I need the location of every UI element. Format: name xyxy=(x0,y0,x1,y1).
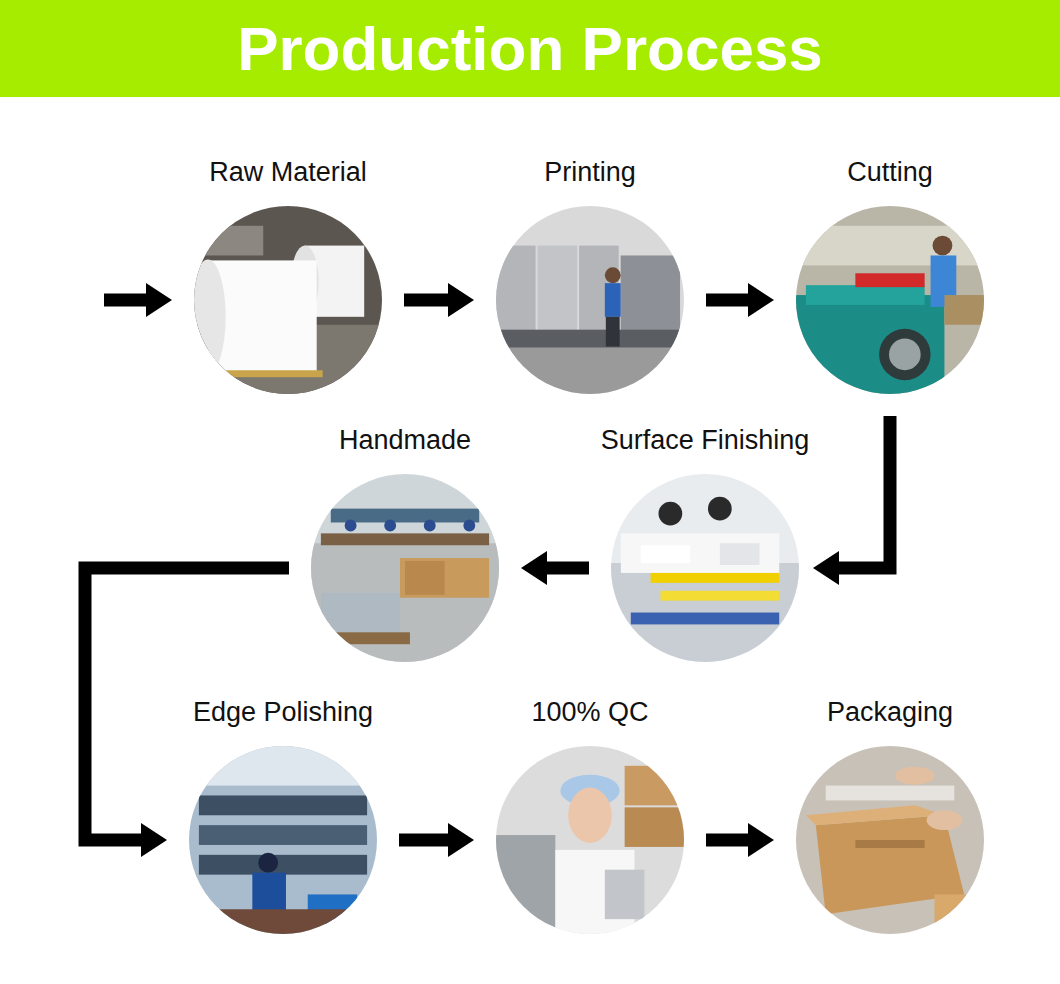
step-label: Edge Polishing xyxy=(193,696,373,728)
process-circle: Handmade xyxy=(311,474,499,662)
photo-illustration xyxy=(796,206,984,394)
photo-illustration xyxy=(796,746,984,934)
arrow-head xyxy=(448,283,474,317)
flow-arrow xyxy=(813,416,890,585)
photo-illustration xyxy=(496,206,684,394)
arrow-head xyxy=(448,823,474,857)
arrow-head xyxy=(813,551,839,585)
step-label: 100% QC xyxy=(531,696,648,728)
photo-illustration xyxy=(311,474,499,662)
process-photo xyxy=(496,746,684,934)
step-label: Surface Finishing xyxy=(601,424,810,456)
process-circle: Cutting xyxy=(796,206,984,394)
process-photo xyxy=(796,746,984,934)
arrow-line xyxy=(399,834,449,847)
arrow-head xyxy=(748,283,774,317)
arrow-line xyxy=(838,416,890,568)
arrow-head xyxy=(748,823,774,857)
process-photo xyxy=(194,206,382,394)
flow-arrow xyxy=(399,823,474,857)
process-circle: Surface Finishing xyxy=(611,474,799,662)
process-circle: Edge Polishing xyxy=(189,746,377,934)
process-circle: Raw Material xyxy=(194,206,382,394)
process-circle: Printing xyxy=(496,206,684,394)
flow-arrow xyxy=(706,283,774,317)
entry-arrow xyxy=(104,283,172,317)
step-label: Handmade xyxy=(339,424,471,456)
photo-illustration xyxy=(194,206,382,394)
process-photo xyxy=(611,474,799,662)
arrow-head xyxy=(141,823,167,857)
process-circle: 100% QC xyxy=(496,746,684,934)
arrow-line xyxy=(706,834,749,847)
step-label: Cutting xyxy=(847,156,933,188)
step-label: Packaging xyxy=(827,696,953,728)
photo-illustration xyxy=(611,474,799,662)
photo-illustration xyxy=(496,746,684,934)
process-photo xyxy=(311,474,499,662)
step-label: Raw Material xyxy=(209,156,367,188)
process-photo xyxy=(189,746,377,934)
process-photo xyxy=(496,206,684,394)
arrow-line xyxy=(546,562,589,575)
flow-arrow xyxy=(404,283,474,317)
process-photo xyxy=(796,206,984,394)
photo-illustration xyxy=(189,746,377,934)
flow-arrow xyxy=(521,551,589,585)
title: Production Process xyxy=(237,18,823,80)
flow-arrow xyxy=(706,823,774,857)
process-circle: Packaging xyxy=(796,746,984,934)
arrow-line xyxy=(404,294,449,307)
arrow-line xyxy=(706,294,749,307)
step-label: Printing xyxy=(544,156,636,188)
title-band: Production Process xyxy=(0,0,1060,97)
arrow-head xyxy=(521,551,547,585)
